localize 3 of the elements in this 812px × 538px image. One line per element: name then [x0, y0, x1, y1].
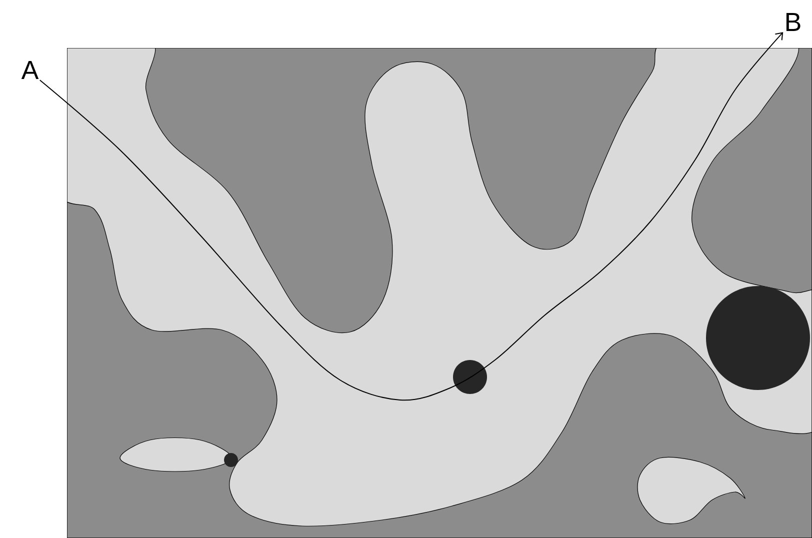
point-label: A: [21, 61, 39, 79]
point-label: B: [786, 13, 800, 31]
path-arrow: [39, 32, 784, 401]
